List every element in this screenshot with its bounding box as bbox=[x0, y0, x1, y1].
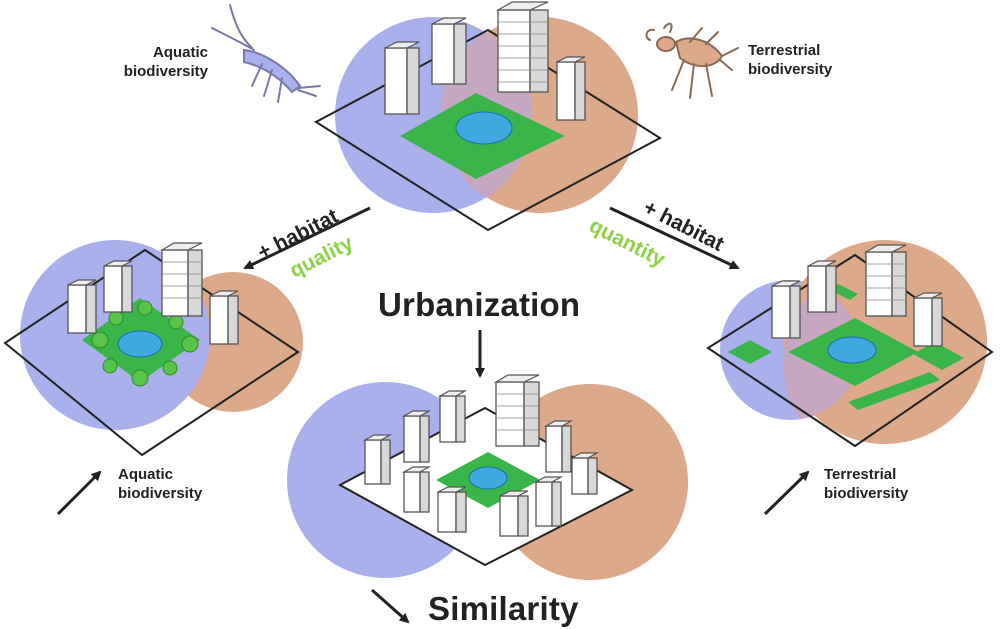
trees bbox=[91, 300, 199, 387]
green-patch bbox=[848, 372, 940, 410]
buildings bbox=[67, 242, 239, 345]
arrow-to-left-scene bbox=[243, 206, 371, 270]
similarity-label: Similarity bbox=[428, 590, 579, 627]
decrease-arrow-similarity bbox=[371, 588, 410, 624]
urbanization-label: Urbanization bbox=[378, 286, 581, 323]
aquatic-biodiversity-label: Aquatic biodiversity bbox=[123, 44, 208, 80]
terrestrial-biodiversity-label: Terrestrial biodiversity bbox=[748, 42, 833, 78]
city-block bbox=[706, 253, 994, 448]
increase-arrow-aquatic bbox=[56, 470, 102, 516]
pond bbox=[117, 330, 163, 358]
buildings bbox=[771, 244, 943, 347]
left-scene bbox=[3, 240, 303, 457]
city-block bbox=[314, 28, 662, 232]
buildings bbox=[362, 374, 600, 537]
buildings bbox=[384, 1, 586, 121]
terrestrial-biodiversity-increase-label: Terrestrial biodiversity bbox=[824, 466, 909, 502]
right-scene bbox=[706, 240, 994, 448]
bottom-scene bbox=[287, 374, 688, 580]
green-patch bbox=[728, 340, 772, 364]
aquatic-biodiversity-increase-label: Aquatic biodiversity bbox=[118, 466, 203, 502]
city-block bbox=[3, 248, 300, 457]
pond bbox=[468, 466, 508, 490]
shrimp-icon bbox=[211, 4, 321, 103]
green-patch bbox=[913, 342, 964, 370]
increase-arrow-terrestrial bbox=[763, 470, 810, 516]
pond bbox=[827, 336, 877, 364]
arrows bbox=[56, 206, 810, 624]
top-scene bbox=[314, 1, 662, 232]
pond bbox=[455, 111, 513, 145]
arrow-to-right-scene bbox=[609, 206, 740, 270]
green-patch bbox=[830, 284, 858, 300]
beetle-icon bbox=[645, 22, 739, 99]
